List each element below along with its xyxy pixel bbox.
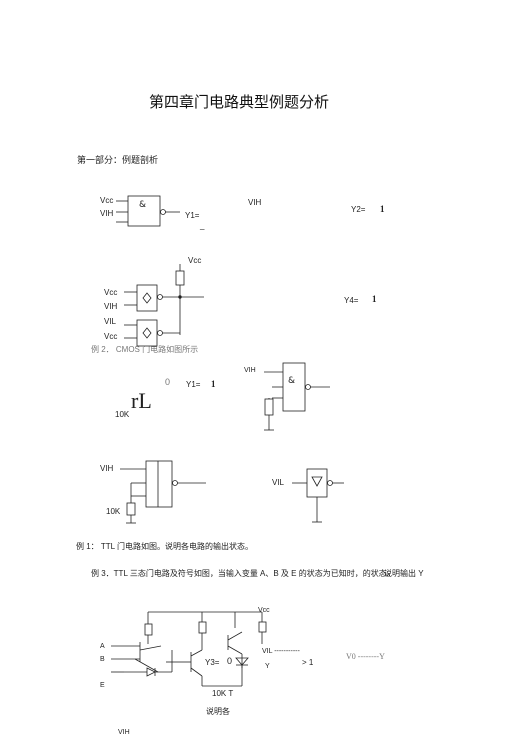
y2-value: 1 [380, 204, 385, 214]
vih-label: VIH [244, 367, 256, 374]
buffer-circuit-2 [124, 264, 204, 347]
tristate-circuit-6 [292, 468, 344, 523]
gate-circuit-5 [120, 460, 206, 524]
nand-gate-circuit-1: & [116, 195, 180, 227]
resistor-10k-label: 10K T [212, 689, 234, 698]
underscore-mark: _ [200, 221, 205, 230]
vcc-label: Vcc [104, 332, 118, 341]
output-y-label: Y [265, 663, 270, 670]
y1-value: 1 [211, 379, 216, 389]
vil-label: VIL ----------- [262, 648, 300, 655]
vo-y-label: V0 --------Y [346, 652, 385, 661]
page-title: 第四章门电路典型例题分析 [149, 94, 330, 111]
rl-label: rL [131, 388, 152, 413]
resistor-10k-label: 10K [115, 410, 130, 419]
explain-label: 说明各 [206, 707, 230, 716]
input-a-label: A [100, 643, 105, 650]
vih-label: VIH [118, 729, 130, 736]
example-1-caption: 例 1： TTL 门电路如图。说明各电路的输出状态。 [76, 542, 254, 551]
y2-label: Y2= [351, 205, 366, 214]
greater-than-one-label: > 1 [302, 658, 314, 667]
example-3-caption-tail: 说明输出 Y [384, 569, 424, 578]
y4-label: Y4= [344, 296, 359, 305]
ttl-tristate-schematic [111, 611, 267, 687]
vih-label: VIH [100, 464, 114, 473]
and-gate-circuit-3: & [264, 362, 330, 431]
vcc-label: Vcc [258, 607, 270, 614]
vcc-label: Vcc [188, 256, 202, 265]
vcc-label: Vcc [100, 196, 114, 205]
zero-value: 0 [165, 377, 171, 387]
and-symbol: & [288, 376, 295, 386]
input-b-label: B [100, 656, 105, 663]
vih-label: VIH [100, 209, 114, 218]
input-e-label: E [100, 682, 105, 689]
vcc-label: Vcc [104, 288, 118, 297]
and-symbol: & [139, 200, 146, 210]
vih-label: VIH [104, 302, 118, 311]
resistor-10k-label: 10K [106, 507, 121, 516]
example-2-caption: 例 2． CMOS 门电路如图所示 [91, 345, 199, 354]
y3-label: Y3= [205, 658, 220, 667]
vil-label: VIL [104, 317, 117, 326]
example-3-caption: 例 3．TTL 三态门电路及符号如图，当输入变量 A、B 及 E 的状态为已知时… [91, 569, 395, 578]
y4-value: 1 [372, 294, 377, 304]
vih-label: VIH [248, 198, 262, 207]
y3-value: 0 [227, 656, 233, 666]
vil-label: VIL [272, 478, 285, 487]
y1-label: Y1= [185, 211, 200, 220]
section-heading: 第一部分：例题剖析 [77, 155, 159, 165]
y1-label: Y1= [186, 380, 201, 389]
